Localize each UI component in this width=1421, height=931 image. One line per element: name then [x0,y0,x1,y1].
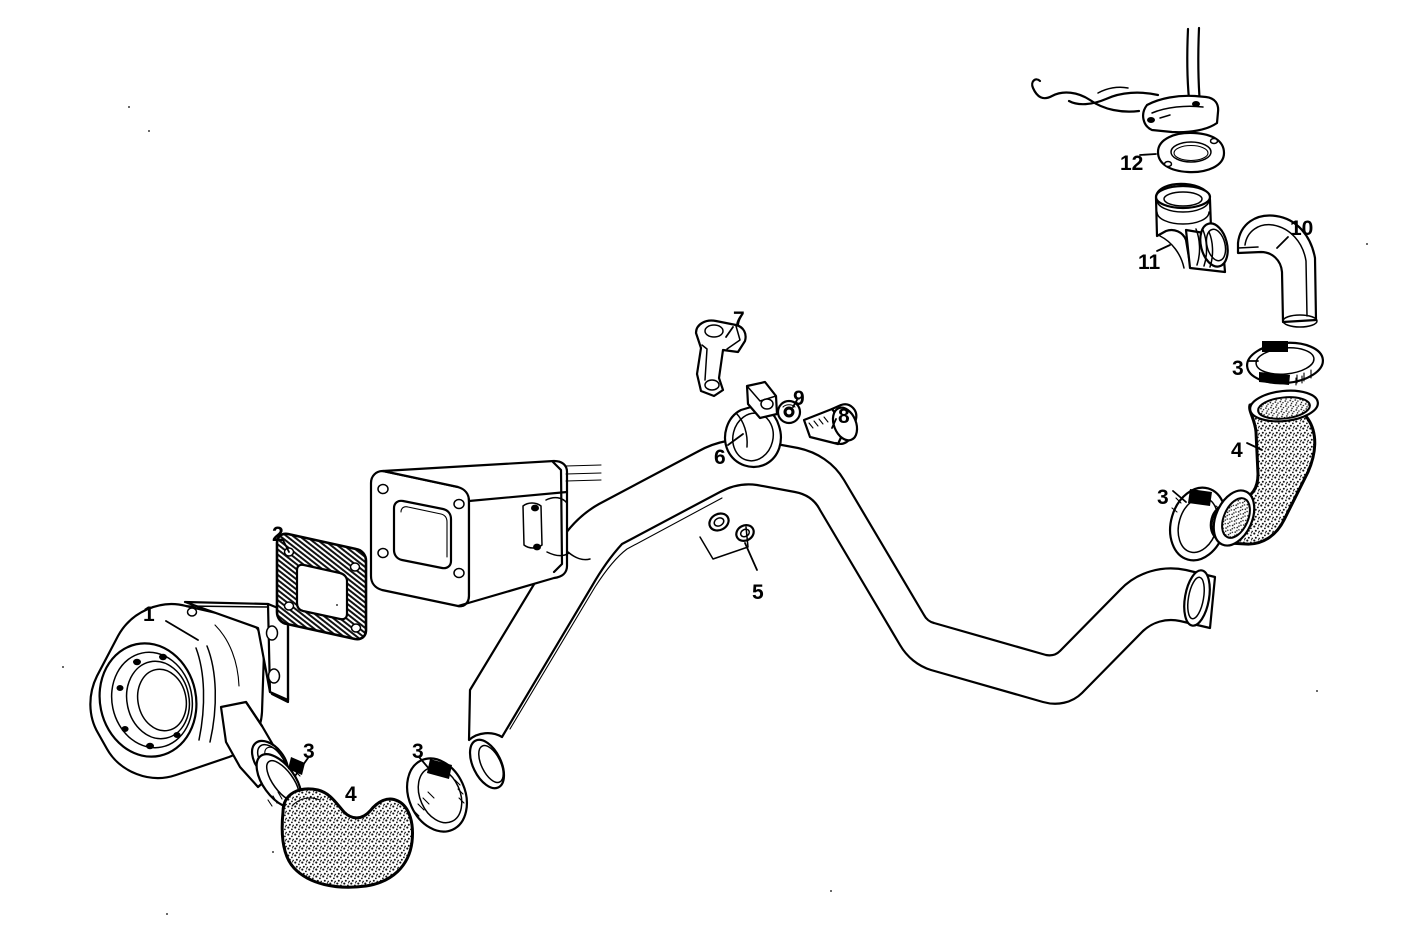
scan-speck [148,130,150,132]
callout-4-right: 4 [1231,439,1243,462]
callout-6: 6 [714,446,726,469]
callout-4-left: 4 [345,783,357,806]
callout-7: 7 [733,308,745,331]
part-1-turbocharger-housing [89,600,290,789]
part-10-rubber-elbow-90 [1236,214,1318,328]
callout-10: 10 [1290,217,1314,240]
part-11-elbow-connector [1154,182,1229,274]
scan-speck [128,106,130,108]
part-3-hose-clamp-pipe-left [406,757,468,833]
upper-context-bracket [1031,26,1220,134]
callout-12: 12 [1120,152,1144,175]
part-4-rubber-elbow-left [280,787,414,889]
part-8-hex-bolt [802,403,859,446]
callout-2: 2 [272,523,284,546]
scan-speck [272,851,274,853]
callout-8: 8 [838,405,850,428]
part-5-charge-air-pipe [467,438,1217,790]
scan-speck [1316,690,1318,692]
callout-11: 11 [1138,251,1161,274]
callout-3-turbo: 3 [303,740,315,763]
scan-speck [336,604,338,606]
intake-manifold-box [369,459,602,608]
scan-speck [166,913,168,915]
callout-5: 5 [752,581,764,604]
scan-speck [62,666,64,668]
part-9-washer [776,399,802,425]
part-3-hose-clamp-upper-right [1246,341,1324,386]
part-2-square-gasket [275,532,368,641]
scan-speck [830,890,832,892]
part-12-oval-flange-gasket [1156,131,1226,174]
callout-9: 9 [793,387,805,410]
callout-3-upper-right: 3 [1232,357,1244,380]
part-3-hose-clamp-pipe-right [1169,486,1229,562]
part-7-support-bracket [694,319,747,398]
callout-3-pipe-right: 3 [1157,486,1169,509]
part-6-pipe-clamp [724,380,783,468]
scan-speck [1366,243,1368,245]
callout-3-pipe-left: 3 [412,740,424,763]
callout-1: 1 [143,603,155,626]
part-4-rubber-elbow-right [1209,389,1319,547]
leader-lines [165,153,1289,777]
